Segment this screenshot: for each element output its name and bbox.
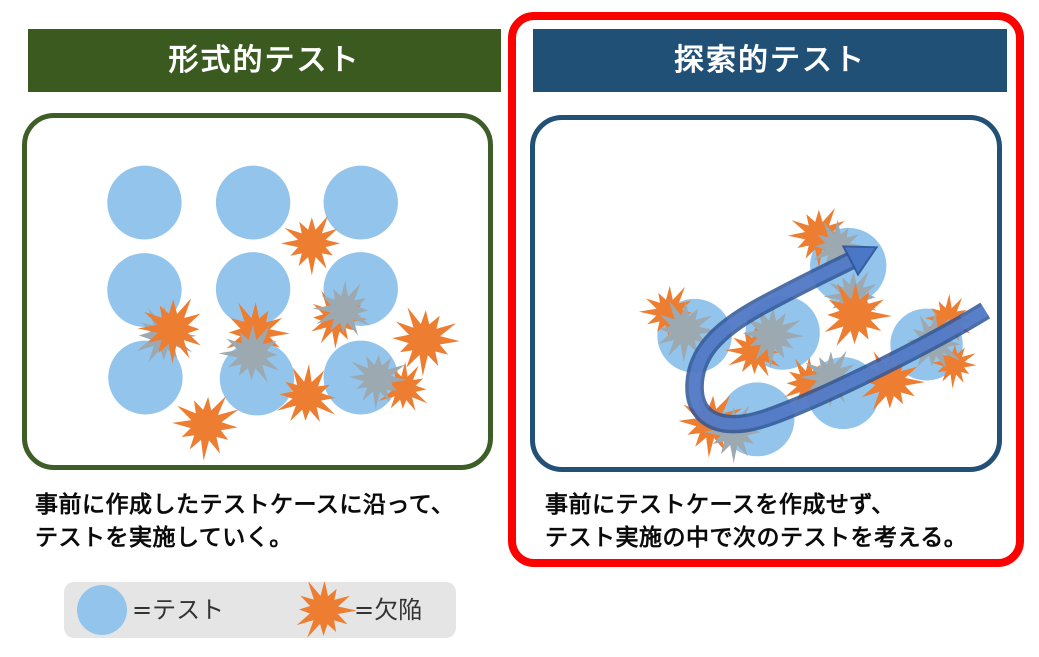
exploratory-test-diagram: [638, 207, 991, 464]
defect-burst: [172, 395, 239, 461]
defect-burst: [787, 207, 848, 268]
exploration-arrow-head: [841, 245, 879, 277]
exploratory-caption-line2: テスト実施の中で次のテストを考える。: [545, 525, 968, 551]
test-circle: [107, 165, 182, 240]
test-circle: [107, 253, 182, 327]
test-circle-icon: [77, 585, 127, 635]
legend-test-label: =テスト: [132, 596, 225, 624]
exploration-arrow-body: [688, 254, 989, 430]
defect-burst: [861, 350, 926, 411]
exploratory-caption-line1: 事前にテストケースを作成せず、: [545, 492, 895, 518]
defect-burst: [392, 307, 460, 377]
exploratory-test-caption: 事前にテストケースを作成せず、 テスト実施の中で次のテストを考える。: [545, 489, 1025, 555]
defect-burst: [638, 285, 694, 339]
muted-defect-burst: [312, 280, 370, 336]
legend: =テスト =欠陥: [64, 582, 456, 638]
test-circle: [215, 165, 291, 240]
highlight-frame: [508, 12, 1024, 567]
defect-burst: [923, 293, 971, 341]
formal-caption-line1: 事前に作成したテストケースに沿って、: [35, 492, 455, 518]
defect-burst-swatch: [296, 582, 356, 638]
exploratory-test-panel: [530, 115, 1002, 472]
muted-defect-burst: [218, 324, 280, 383]
test-circle: [215, 252, 291, 327]
test-circle: [323, 165, 398, 240]
test-circle-swatch: [77, 585, 127, 635]
defect-burst-icon: [296, 582, 356, 638]
formal-test-panel: [22, 113, 493, 470]
defect-burst: [276, 363, 336, 423]
formal-caption-line2: テストを実施していく。: [35, 525, 293, 551]
exploratory-test-header: 探索的テスト: [533, 29, 1007, 92]
legend-defect-label: =欠陥: [354, 596, 423, 624]
defect-burst: [824, 282, 893, 347]
defect-burst: [137, 298, 201, 364]
formal-test-header: 形式的テスト: [28, 29, 501, 92]
defect-burst: [226, 302, 290, 362]
formal-test-caption: 事前に作成したテストケースに沿って、 テストを実施していく。: [35, 489, 515, 555]
muted-defect-burst: [703, 405, 762, 464]
defect-burst: [378, 361, 428, 411]
muted-defect-burst: [742, 305, 804, 369]
muted-defect-burst: [348, 354, 407, 410]
muted-defect-burst: [658, 300, 718, 363]
defect-burst: [280, 215, 341, 276]
formal-test-diagram: [107, 165, 460, 461]
